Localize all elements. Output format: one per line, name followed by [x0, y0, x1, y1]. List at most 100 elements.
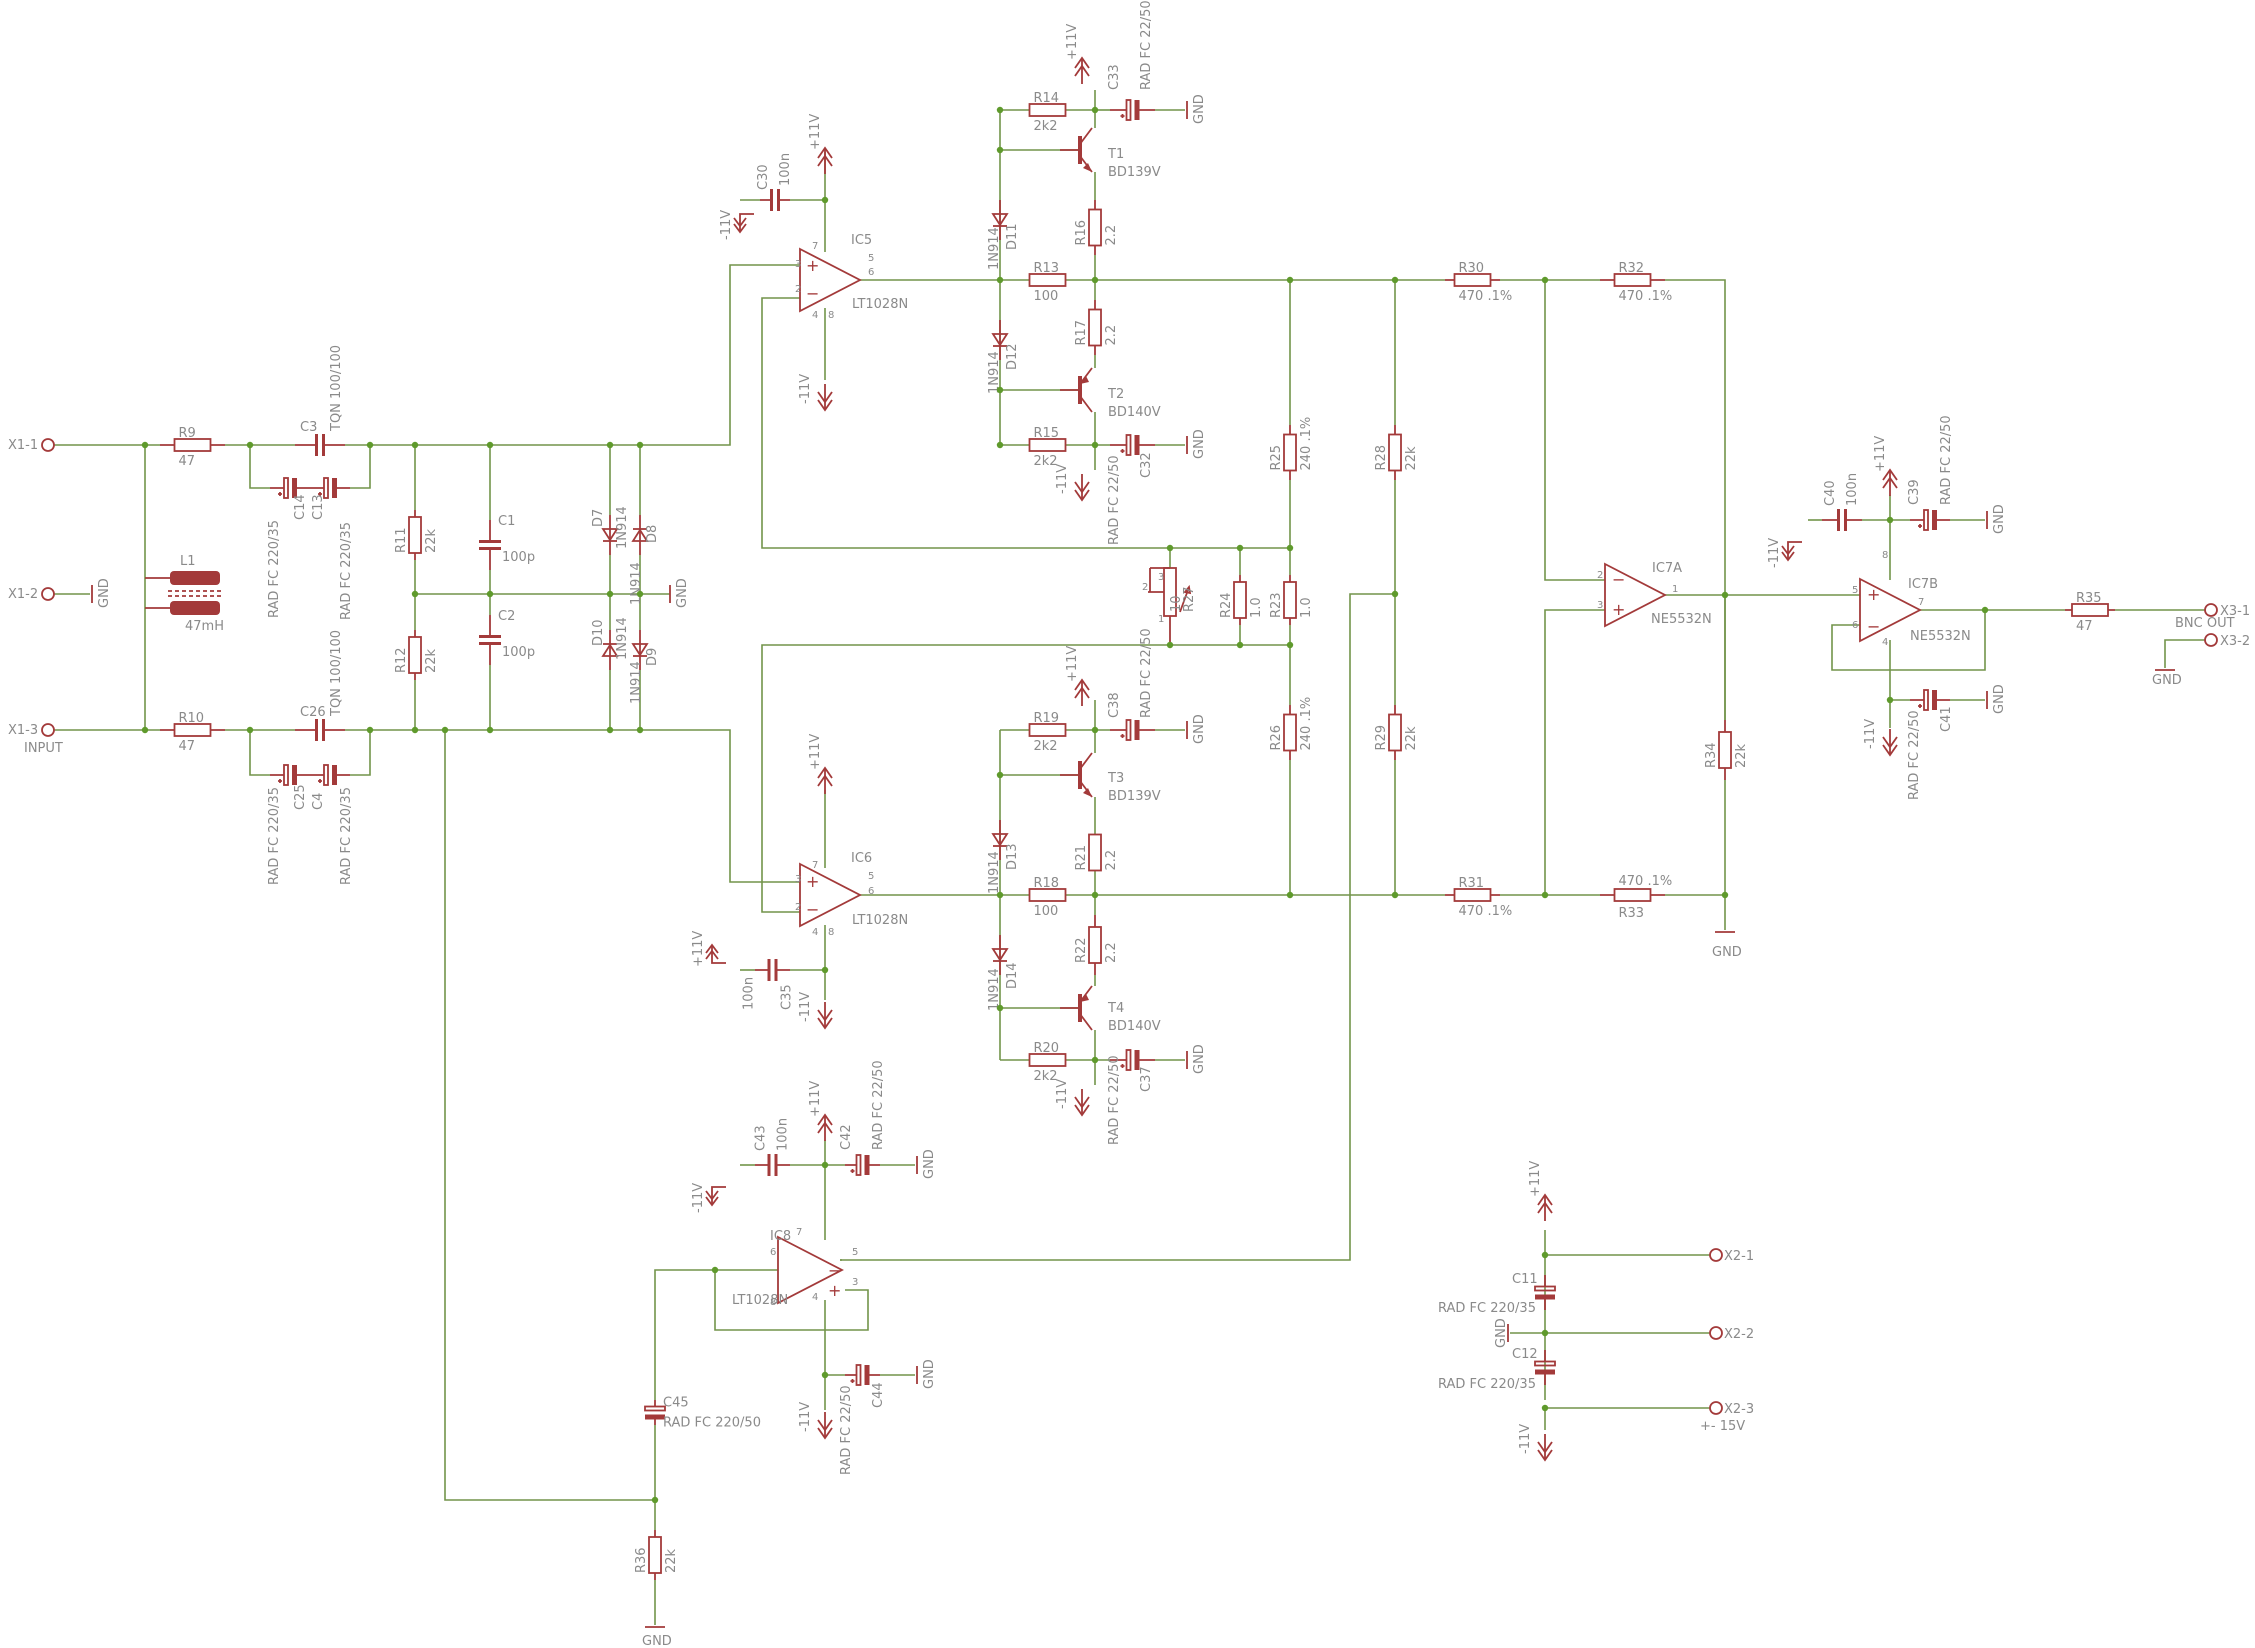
pin-number: 6 — [868, 267, 874, 278]
electrolytic-capacitor-C41 — [1910, 689, 1950, 711]
supply-label: -11V — [798, 1402, 813, 1432]
resistor-value: 22k — [1734, 743, 1749, 768]
supply-label: +11V — [1528, 1161, 1543, 1197]
resistor-name: R12 — [394, 647, 409, 673]
pin-number: 7 — [796, 1227, 802, 1238]
ic-part: NE5532N — [1910, 629, 1971, 644]
input-label: INPUT — [24, 741, 63, 756]
resistor-name: R18 — [1034, 876, 1060, 891]
connector-x3_2: X3-2 — [2204, 633, 2250, 649]
diode-name: D7 — [591, 509, 606, 527]
cap-value: RAD FC 220/35 — [267, 787, 282, 885]
cap-name: C11 — [1512, 1272, 1538, 1287]
supply-arrow: -11V — [719, 210, 754, 240]
resistor-value: 1.0 — [1299, 597, 1314, 618]
electrolytic-capacitor-C12 — [1534, 1350, 1556, 1385]
resistor-name: R33 — [1619, 906, 1645, 921]
connector-label: X3-2 — [2220, 634, 2250, 649]
resistor-name: R24 — [1219, 592, 1234, 618]
ic-name: IC7A — [1652, 561, 1682, 576]
pin-number: 4 — [812, 1292, 818, 1303]
cap-value: RAD FC 22/50 — [1139, 0, 1154, 90]
supply-negative-11v: -11V — [1518, 1424, 1553, 1462]
resistor-value: 470 .1% — [1619, 289, 1673, 304]
connector-label: X1-3 — [8, 723, 38, 738]
cap-value: 100n — [742, 977, 757, 1010]
cap-value: 100n — [778, 153, 793, 186]
cap-name: C4 — [311, 793, 326, 810]
ic-part: LT1028N — [852, 297, 908, 312]
resistor-value: 2.2 — [1104, 942, 1119, 963]
resistor-value: 47 — [179, 454, 196, 469]
cap-value: TQN 100/100 — [329, 345, 344, 432]
cap-name: C37 — [1139, 1066, 1154, 1092]
gnd-label: GND — [1192, 714, 1207, 744]
gnd-label: GND — [922, 1359, 937, 1389]
connector-x1_2: X1-2 — [8, 587, 55, 602]
resistor-value: 2k2 — [1034, 119, 1058, 134]
supply-label: -11V — [1863, 719, 1878, 749]
gnd-symbol: GND — [1186, 429, 1207, 459]
cap-name: C25 — [293, 784, 308, 810]
resistor-value: 470 .1% — [1619, 874, 1673, 889]
resistor-value: 2.2 — [1104, 225, 1119, 246]
supply-label: -11V — [691, 1183, 706, 1213]
plus-input-mark: + — [806, 256, 819, 275]
diode-part: 1N914 — [987, 851, 1002, 894]
gnd-label: GND — [1494, 1318, 1509, 1348]
diode-part: 1N914 — [987, 351, 1002, 394]
resistor-value: 1.0 — [1249, 597, 1264, 618]
connector-x3_1: X3-1 — [2204, 603, 2250, 619]
cap-value: RAD FC 22/50 — [839, 1385, 854, 1475]
diode-part: 1N914 — [987, 968, 1002, 1011]
electrolytic-capacitor-C32 — [1110, 434, 1155, 456]
gnd-symbol: GND — [1186, 714, 1207, 744]
diode-name: D14 — [1005, 962, 1020, 989]
diode-name: D10 — [591, 619, 606, 646]
resistor-name: R36 — [634, 1547, 649, 1573]
electrolytic-capacitor-C14 — [270, 477, 310, 499]
resistor-name: R25 — [1269, 445, 1284, 471]
resistor-name: R13 — [1034, 261, 1060, 276]
pin-number: 2 — [795, 284, 801, 295]
transistor-part: BD140V — [1108, 1019, 1161, 1034]
ic-part: LT1028N — [732, 1293, 788, 1308]
cap-value: RAD FC 220/35 — [267, 520, 282, 618]
diode-name: D8 — [645, 525, 660, 543]
diode-part: 1N914 — [629, 562, 644, 605]
cap-name: C3 — [300, 420, 317, 435]
capacitor-C3: C3 TQN 100/100 — [295, 345, 345, 456]
supply-label: -11V — [719, 210, 734, 240]
cap-name: C2 — [498, 609, 515, 624]
ic-name: IC6 — [851, 851, 872, 866]
resistor-name: R23 — [1269, 592, 1284, 618]
cap-name: C40 — [1823, 480, 1838, 506]
cap-value: 100p — [502, 645, 535, 660]
pin-number: 4 — [812, 310, 818, 321]
supply-label: +11V — [1065, 24, 1080, 60]
resistor-value: 100 — [1034, 289, 1059, 304]
cap-name: C33 — [1107, 64, 1122, 90]
electrolytic-capacitor-C4 — [310, 764, 350, 786]
pin-number: 5 — [1852, 585, 1858, 596]
